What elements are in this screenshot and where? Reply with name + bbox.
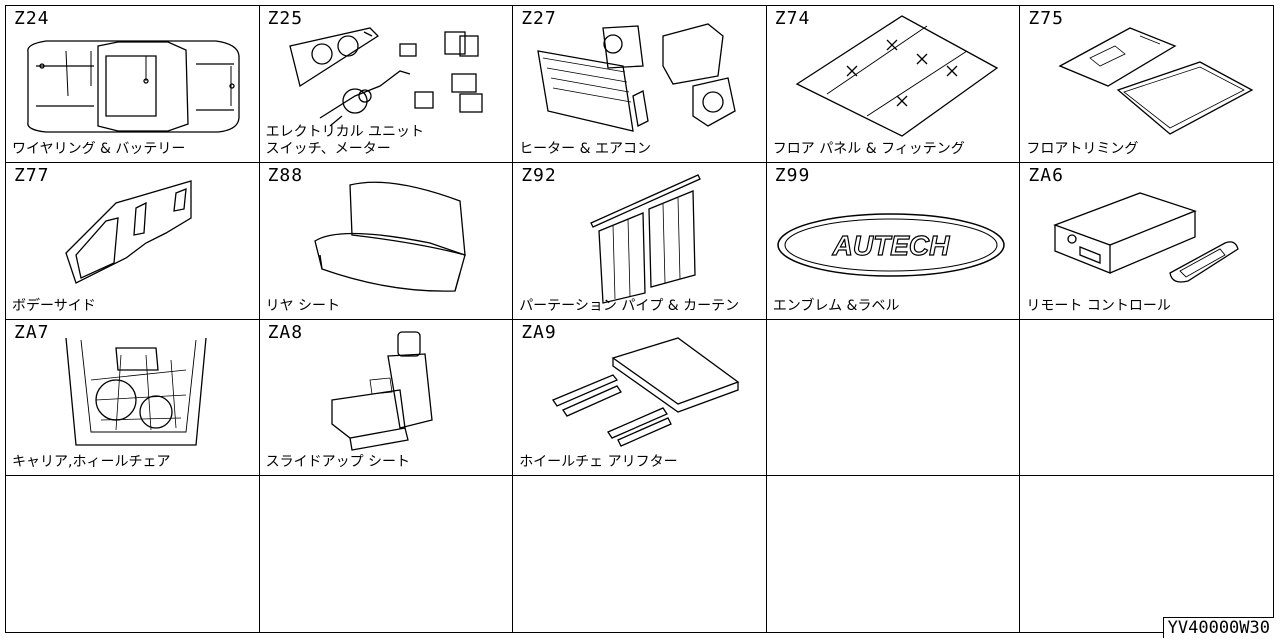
empty-cell (259, 476, 514, 633)
catalog-cell-z25[interactable]: Z25 エレクトリカル ユニット スイッチ、メーター (259, 6, 514, 163)
floor-panel-icon (767, 6, 1020, 162)
catalog-cell-z77[interactable]: Z77 ボデーサイド (6, 162, 260, 320)
catalog-cell-za9[interactable]: ZA9 ホイールチェ アリフター (513, 319, 767, 477)
catalog-cell-z99[interactable]: Z99 AUTECH エンブレム &ラベル (766, 162, 1021, 320)
cell-label: キャリア,ホィールチェア (12, 454, 171, 471)
cell-label: エンブレム &ラベル (772, 297, 900, 314)
slide-seat-icon (260, 320, 513, 476)
cell-code: ZA9 (521, 321, 557, 343)
empty-cell (1020, 476, 1274, 633)
catalog-cell-z24[interactable]: Z24 ワイヤリング & バッテリー (6, 6, 260, 163)
parts-catalog-grid: Z24 ワイヤリング & バッテリー Z25 (5, 5, 1274, 633)
empty-cell (766, 319, 1021, 477)
cell-code: Z88 (267, 164, 304, 186)
document-id: YV40000W30 (1162, 617, 1274, 638)
cell-code: Z99 (774, 164, 811, 186)
empty-cell (513, 476, 767, 633)
electrical-unit-icon (260, 6, 513, 162)
catalog-cell-za6[interactable]: ZA6 リモート コントロール (1020, 162, 1274, 320)
emblem-text: AUTECH (831, 230, 949, 261)
cell-code: Z75 (1028, 8, 1064, 29)
cell-label: エレクトリカル ユニット スイッチ、メーター (265, 123, 425, 157)
carrier-icon (6, 320, 259, 476)
cell-code: Z27 (521, 8, 557, 29)
empty-cell (766, 476, 1021, 633)
curtain-icon (513, 163, 766, 319)
cell-code: ZA8 (267, 321, 304, 343)
cell-code: Z24 (14, 8, 50, 29)
cell-label: フロア パネル & フィッテング (772, 140, 965, 157)
catalog-cell-za7[interactable]: ZA7 キャリア,ホィールチェア (6, 319, 260, 477)
wiring-car-icon (6, 6, 259, 162)
lifter-icon (513, 320, 766, 476)
empty-cell (6, 476, 260, 633)
cell-label: ホイールチェ アリフター (519, 454, 678, 471)
cell-label: ワイヤリング & バッテリー (12, 140, 186, 157)
cell-label: リモート コントロール (1026, 297, 1171, 314)
cell-code: Z77 (14, 164, 50, 186)
cell-code: Z25 (267, 8, 304, 29)
catalog-cell-za8[interactable]: ZA8 スライドアップ シート (259, 319, 514, 477)
cell-label: フロアトリミング (1026, 140, 1139, 157)
cell-code: ZA7 (14, 321, 50, 343)
cell-label: リヤ シート (265, 297, 341, 314)
catalog-cell-z74[interactable]: Z74 フロア パネル & フィッテング (766, 6, 1021, 163)
empty-cell (1020, 319, 1274, 477)
cell-label: パーテーション パイプ & カーテン (519, 297, 740, 314)
catalog-cell-z92[interactable]: Z92 パーテーション パイプ & カーテン (513, 162, 767, 320)
cell-code: ZA6 (1028, 164, 1064, 186)
emblem-icon: AUTECH (767, 163, 1020, 319)
catalog-cell-z27[interactable]: Z27 ヒーター & エアコン (513, 6, 767, 163)
cell-label: スライドアップ シート (265, 454, 411, 471)
cell-code: Z92 (521, 164, 557, 186)
catalog-cell-z75[interactable]: Z75 フロアトリミング (1020, 6, 1274, 163)
heater-aircon-icon (513, 6, 766, 162)
body-side-icon (6, 163, 259, 319)
rear-seat-icon (260, 163, 513, 319)
floor-trim-icon (1020, 6, 1273, 162)
cell-code: Z74 (774, 8, 811, 29)
catalog-cell-z88[interactable]: Z88 リヤ シート (259, 162, 514, 320)
remote-control-icon (1020, 163, 1273, 319)
cell-label: ヒーター & エアコン (519, 140, 652, 157)
cell-label: ボデーサイド (12, 297, 96, 314)
